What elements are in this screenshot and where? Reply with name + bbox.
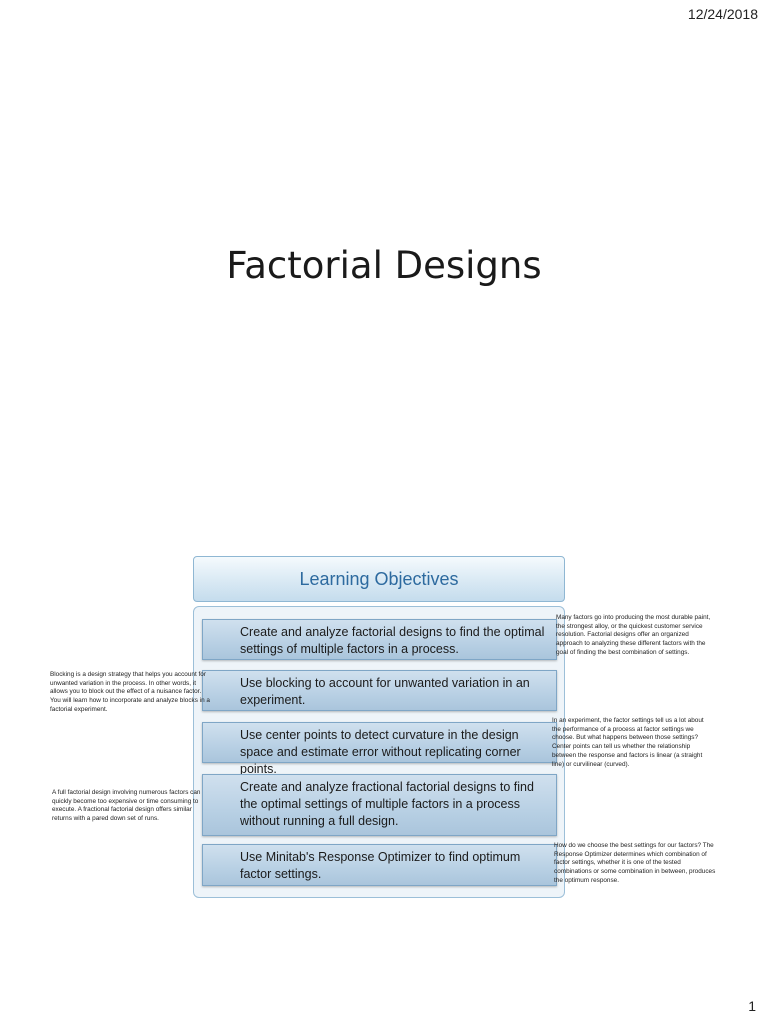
objective-item: Create and analyze fractional factorial … [202, 774, 557, 836]
slide-title: Factorial Designs [226, 244, 542, 287]
page-number: 1 [748, 998, 756, 1014]
side-note-blocking: Blocking is a design strategy that helps… [50, 671, 210, 713]
objective-item: Use Minitab's Response Optimizer to find… [202, 844, 557, 886]
objective-item: Use blocking to account for unwanted var… [202, 670, 557, 711]
side-note-factorial-designs: Many factors go into producing the most … [556, 614, 711, 656]
objective-item: Use center points to detect curvature in… [202, 722, 557, 776]
side-note-response-optimizer: How do we choose the best settings for o… [554, 842, 716, 884]
date-header: 12/24/2018 [687, 6, 758, 22]
objective-item: Create and analyze factorial designs to … [202, 619, 557, 660]
learning-objectives-panel: Learning Objectives Create and analyze f… [193, 556, 565, 898]
learning-objectives-title: Learning Objectives [299, 569, 459, 589]
learning-objectives-header: Learning Objectives [193, 556, 565, 602]
side-note-fractional-factorial: A full factorial design involving numero… [52, 789, 201, 823]
side-note-center-points: In an experiment, the factor settings te… [552, 717, 704, 768]
